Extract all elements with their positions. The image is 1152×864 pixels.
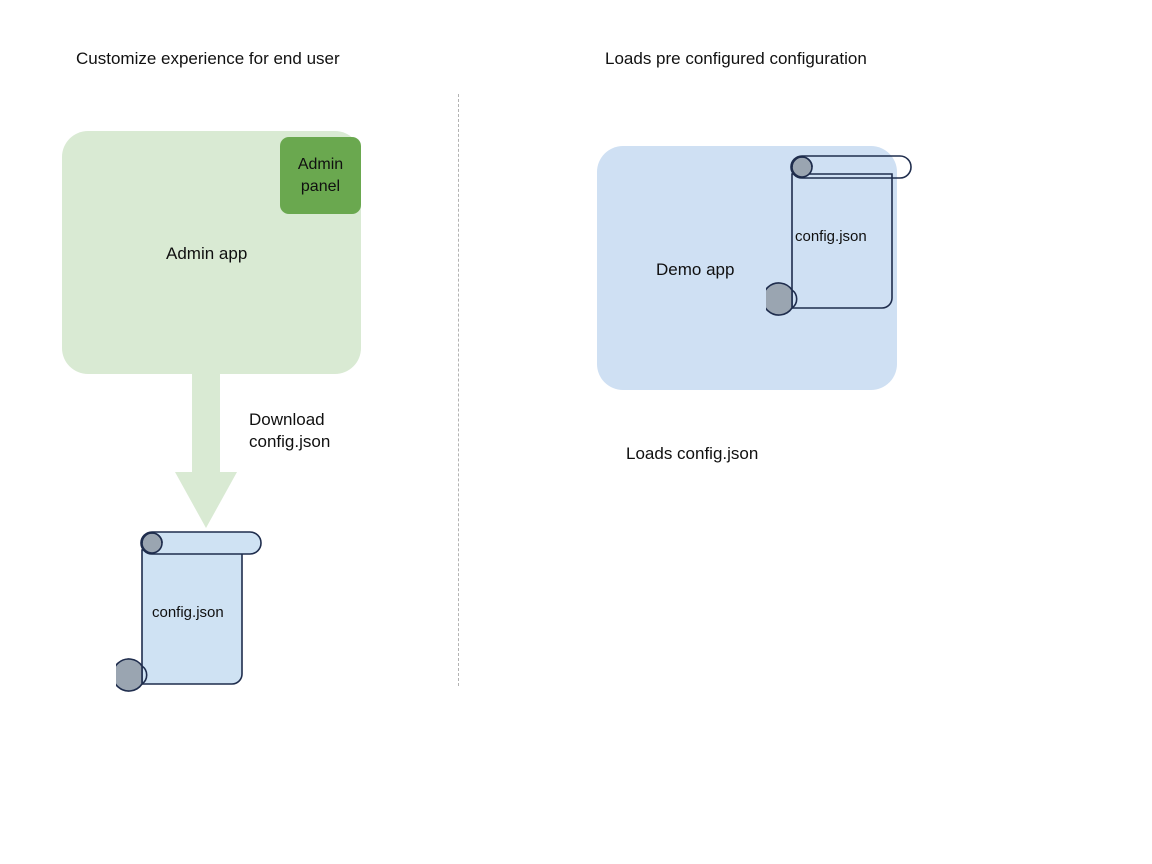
right-column-title: Loads pre configured configuration	[605, 49, 867, 68]
config-json-document-right[interactable]	[766, 150, 918, 316]
admin-panel-badge[interactable]: Admin panel	[280, 137, 361, 214]
demo-app-box[interactable]	[597, 146, 897, 390]
admin-panel-line-1: Admin	[297, 155, 344, 173]
left-column-title: Customize experience for end user	[76, 49, 340, 68]
config-json-document-left[interactable]	[116, 526, 268, 692]
admin-app-label: Admin app	[166, 244, 248, 263]
download-arrow-icon	[175, 372, 237, 528]
admin-panel-text: Admin panel	[298, 154, 343, 198]
demo-app-label: Demo app	[656, 260, 735, 279]
download-arrow-label-line-2: config.json	[249, 432, 331, 451]
admin-panel-line-2: panel	[300, 177, 341, 195]
loads-config-caption: Loads config.json	[626, 444, 759, 463]
download-arrow-label-line-1: Download	[249, 410, 325, 429]
download-arrow-label: Download config.json	[249, 409, 330, 453]
column-divider	[458, 94, 459, 686]
